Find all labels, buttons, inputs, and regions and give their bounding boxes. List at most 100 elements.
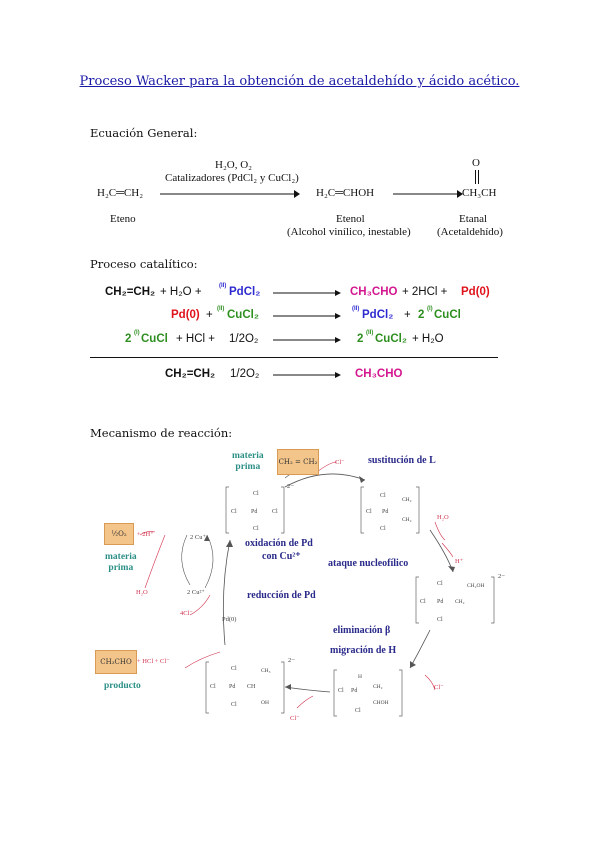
svg-text:Cl: Cl [231,666,237,672]
section-catalytic-heading: Proceso catalítico: [90,257,198,271]
product-oxygen: O [472,157,480,169]
label-cu-plus: 2 Cu⁺ [190,534,206,541]
arrow-icon [273,337,341,343]
r3-o2: 1/2O₂ [229,333,259,345]
box-acetaldehyde-label: CH₃CHO [100,658,132,666]
r2-cucl: CuCl [434,309,461,321]
label-hplus-right: H⁺ [455,558,464,565]
r2-pd0: Pd(0) [171,309,200,321]
svg-text:Cl: Cl [210,684,216,690]
svg-text:Cl: Cl [437,581,443,587]
label-h2o-right: H₂O [437,514,449,521]
complex-pi: Cl Cl Pd CH₂ CH₂ Cl [360,486,420,534]
label-eteno: Eteno [110,213,136,225]
label-4cl: 4Cl⁻ [180,610,193,617]
product-acetaldehyde: CH₃CH [462,187,497,199]
svg-text:Cl: Cl [437,617,443,623]
arrow-icon [393,190,463,198]
r1-hcl: + 2HCl + [402,286,448,298]
charge-3: 2− [288,657,295,664]
label-reduccion: reducción de Pd [247,590,316,601]
complex-enol: H Cl Pd CH₂ CHOH Cl [333,669,403,717]
r3-p1-coef: 2 [357,333,364,345]
complex-pdcl4: Cl Cl Pd Cl Cl [225,486,285,534]
label-bottom-extra: + HCl + Cl⁻ [137,658,170,665]
box-oxygen-label: ½O₂ [111,530,127,538]
label-con-cu: con Cu²⁺ [262,551,301,562]
arrow-icon [160,190,300,198]
box-ethene-label: CH₂ = CH₂ [278,458,318,466]
complex-alkoxide: Cl Cl Pd CH CH₃ OH Cl [205,661,285,714]
svg-text:Cl: Cl [231,509,237,515]
r3-cucl: CuCl [141,333,168,345]
svg-text:Cl: Cl [355,708,361,714]
svg-text:Cl: Cl [380,526,386,532]
r2-cat-oxidation: (II) [217,306,225,312]
svg-text:Pd: Pd [229,684,235,690]
label-etanal: Etanal [459,213,488,225]
r3-cucl2: CuCl₂ [375,333,407,345]
label-materia-prima-top: materia prima [232,451,264,472]
box-acetaldehyde: CH₃CHO [95,650,137,674]
box-oxygen: ½O₂ [104,523,134,545]
mechanism-arrows [139,461,455,709]
label-cu2-plus: 2 Cu²⁺ [187,589,205,596]
arrow-icon [273,313,341,319]
r1-pd0: Pd(0) [461,286,490,298]
r1-acetaldehyde: CH₃CHO [350,286,398,298]
svg-text:CH₂: CH₂ [402,497,412,503]
label-cl-top: Cl⁻ [335,459,345,466]
svg-text:Cl: Cl [272,509,278,515]
condition-reagents: H₂O, O₂ [215,159,253,171]
net-separator [90,357,498,358]
svg-text:CH₂: CH₂ [402,517,412,523]
svg-text:H: H [358,674,362,680]
label-etenol-sub: (Alcohol vinílico, inestable) [287,226,411,238]
r3-p1-oxidation: (II) [366,330,374,336]
r1-cat-oxidation: (II) [219,283,227,289]
svg-text:Pd: Pd [351,688,357,694]
svg-text:CH: CH [247,684,256,690]
svg-text:CH₂: CH₂ [373,684,383,690]
box-ethene: CH₂ = CH₂ [277,449,319,475]
section-general-heading: Ecuación General: [90,126,198,140]
svg-text:Pd: Pd [437,599,443,605]
svg-text:Cl: Cl [338,688,344,694]
svg-text:OH: OH [261,700,269,706]
label-oxidacion: oxidación de Pd [245,538,313,549]
section-mechanism-heading: Mecanismo de reacción: [90,426,233,440]
svg-text:CH₃: CH₃ [261,668,271,674]
label-pd0: Pd(0) [222,616,237,623]
condition-catalysts: Catalizadores (PdCl₂ y CuCl₂) [165,172,299,184]
r1-pdcl2: PdCl₂ [229,286,261,298]
r3-water: + H₂O [412,333,444,345]
label-migracion: migración de H [330,645,397,656]
net-acetaldehyde: CH₃CHO [355,368,403,380]
svg-text:Cl: Cl [380,493,386,499]
label-producto: producto [104,681,141,691]
r1-plus-water: + H₂O + [160,286,202,298]
r2-cucl2: CuCl₂ [227,309,259,321]
label-h2o-left: H₂O [136,589,148,596]
label-2hplus: + 2H⁺ [137,531,154,538]
double-bond-icon [475,170,479,184]
arrow-icon [273,372,341,378]
label-eliminacion: eliminación β [333,625,391,636]
complex-sigma: Cl Cl Pd CH₂ CH₂OH Cl [415,576,495,624]
svg-text:Cl: Cl [420,599,426,605]
svg-text:Cl: Cl [231,702,237,708]
svg-text:Pd: Pd [382,509,388,515]
r2-p2-oxidation: (I) [427,306,433,312]
svg-text:Cl: Cl [253,526,259,532]
charge-1: 2− [287,483,294,490]
r2-plus: + [206,309,213,321]
arrow-icon [273,290,341,296]
reactant-ethene: H₂C═CH₂ [97,187,144,199]
r2-coef: 2 [418,309,425,321]
r2-p1-oxidation: (II) [352,306,360,312]
r3-left-oxidation: (I) [134,330,140,336]
label-cl-bottom: Cl⁻ [290,715,300,722]
r3-coef: 2 [125,333,132,345]
page-title[interactable]: Proceso Wacker para la obtención de acet… [79,74,520,89]
charge-2: 2− [498,573,505,580]
